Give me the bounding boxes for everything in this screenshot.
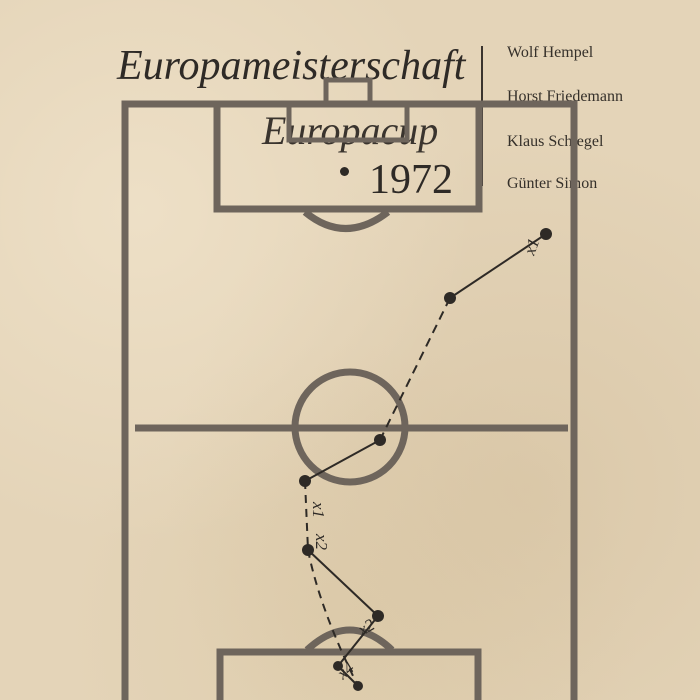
center-circle — [291, 368, 409, 486]
position-dot — [444, 292, 456, 304]
top-penalty-arc — [302, 209, 391, 232]
position-dot — [374, 434, 386, 446]
position-dot — [299, 475, 311, 487]
pass-line — [307, 549, 379, 617]
pitch-boundary — [121, 100, 578, 700]
player-name: Klaus Schlegel — [507, 133, 604, 150]
title-europameisterschaft: Europameisterschaft — [117, 43, 466, 89]
annotation-x2: x2 — [312, 533, 331, 551]
title-bullet — [340, 167, 349, 176]
position-dot — [353, 681, 363, 691]
bottom-penalty-arc — [304, 626, 395, 653]
pass-line — [449, 233, 547, 299]
position-dot — [333, 661, 343, 671]
annotation-x1: x1 — [309, 501, 328, 518]
top-penalty-area — [213, 100, 483, 213]
pass-line — [304, 439, 381, 482]
position-dot — [372, 610, 384, 622]
position-dot — [302, 544, 314, 556]
run-line-dashed — [307, 549, 359, 687]
title-year: 1972 — [369, 157, 453, 203]
top-goal-area — [286, 101, 410, 143]
run-line-dashed — [304, 480, 309, 551]
position-dot — [540, 228, 552, 240]
player-name: Wolf Hempel — [507, 44, 594, 61]
annotation-x1: x1 — [520, 236, 544, 259]
pass-line — [337, 615, 379, 667]
run-line-dashed — [379, 297, 451, 441]
top-goal — [323, 77, 373, 107]
